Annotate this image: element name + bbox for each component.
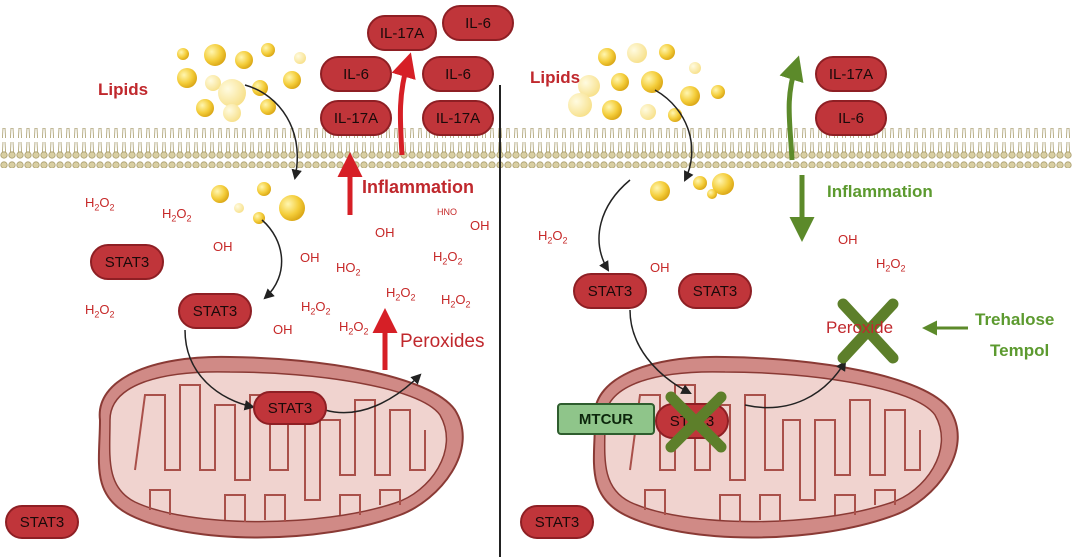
left-stat3-mitochondrial: STAT3 — [253, 391, 327, 425]
left-cytokine-il6-top: IL-6 — [442, 5, 514, 41]
left-h2o2-7: H2O2 — [433, 249, 463, 267]
left-cytokine-il17a-low: IL-17A — [320, 100, 392, 136]
left-inflammation-label: Inflammation — [362, 177, 475, 197]
left-cytokine-release-arrow — [391, 52, 416, 156]
left-stat3-free: STAT3 — [90, 244, 164, 280]
left-cytokine-il6-right: IL-6 — [422, 56, 494, 92]
left-oh-4: OH — [470, 218, 490, 233]
left-lipid-entry-arrow — [244, 84, 302, 181]
right-stat3-free: STAT3 — [678, 273, 752, 309]
left-h2o2-6: H2O2 — [386, 285, 416, 303]
left-stat3-cytosolic-bottom: STAT3 — [5, 505, 79, 539]
right-cytokine-release-arrow — [779, 55, 804, 161]
right-h2o2-2: H2O2 — [876, 256, 906, 274]
right-internal-lipids — [650, 173, 734, 201]
right-stat3-to-mito-arrow — [629, 309, 692, 394]
left-h2o2-1: H2O2 — [85, 195, 115, 213]
left-cytokine-il17a-low-right: IL-17A — [422, 100, 494, 136]
right-lipid-to-stat3-arrow — [598, 179, 631, 272]
left-lipids-label: Lipids — [98, 80, 149, 99]
left-internal-lipids — [211, 182, 305, 224]
left-mitochondrion — [97, 355, 464, 539]
left-hno: HNO — [437, 207, 457, 217]
right-mitochondrion — [592, 355, 959, 539]
trehalose-label: Trehalose — [975, 310, 1055, 329]
right-h2o2-1: H2O2 — [538, 228, 568, 246]
left-h2o2-2: H2O2 — [162, 206, 192, 224]
left-h2o2-3: H2O2 — [85, 302, 115, 320]
right-lipid-cluster — [568, 43, 725, 122]
cell-membrane — [0, 128, 1072, 168]
left-oh-5: OH — [273, 322, 293, 337]
left-h2o2-8: H2O2 — [441, 292, 471, 310]
left-ho2: HO2 — [336, 260, 361, 278]
right-mito-to-peroxide-arrow — [744, 360, 847, 409]
tempol-label: Tempol — [990, 341, 1050, 360]
left-lipid-to-stat3-arrow — [261, 219, 283, 300]
right-cytokine-il17a: IL-17A — [815, 56, 887, 92]
left-h2o2-4: H2O2 — [301, 299, 331, 317]
right-cytokine-il6: IL-6 — [815, 100, 887, 136]
left-oh-3: OH — [375, 225, 395, 240]
left-oh-1: OH — [213, 239, 233, 254]
mtcur-box: MTCUR — [557, 403, 655, 435]
left-cytokine-il6-mid: IL-6 — [320, 56, 392, 92]
right-peroxide-label: Peroxide — [826, 318, 894, 337]
right-stat3-mitochondrial: STAT3 — [655, 403, 729, 439]
left-peroxides-label: Peroxides — [400, 331, 485, 352]
right-inflammation-label: Inflammation — [827, 182, 933, 201]
right-stat3-cytosolic-bottom: STAT3 — [520, 505, 594, 539]
right-lipid-entry-arrow — [654, 89, 694, 182]
right-oh-1: OH — [650, 260, 670, 275]
right-stat3-activated: STAT3 — [573, 273, 647, 309]
left-lipid-cluster — [177, 43, 306, 122]
right-lipids-label: Lipids — [530, 68, 581, 87]
left-cytokine-il17a-top: IL-17A — [367, 15, 437, 51]
left-mito-to-peroxide-arrow — [324, 373, 422, 414]
left-h2o2-5: H2O2 — [339, 319, 369, 337]
left-stat3-to-mito-arrow — [184, 329, 256, 411]
right-oh-2: OH — [838, 232, 858, 247]
left-oh-2: OH — [300, 250, 320, 265]
peroxide-block-x-icon — [837, 298, 899, 364]
left-stat3-activated: STAT3 — [178, 293, 252, 329]
